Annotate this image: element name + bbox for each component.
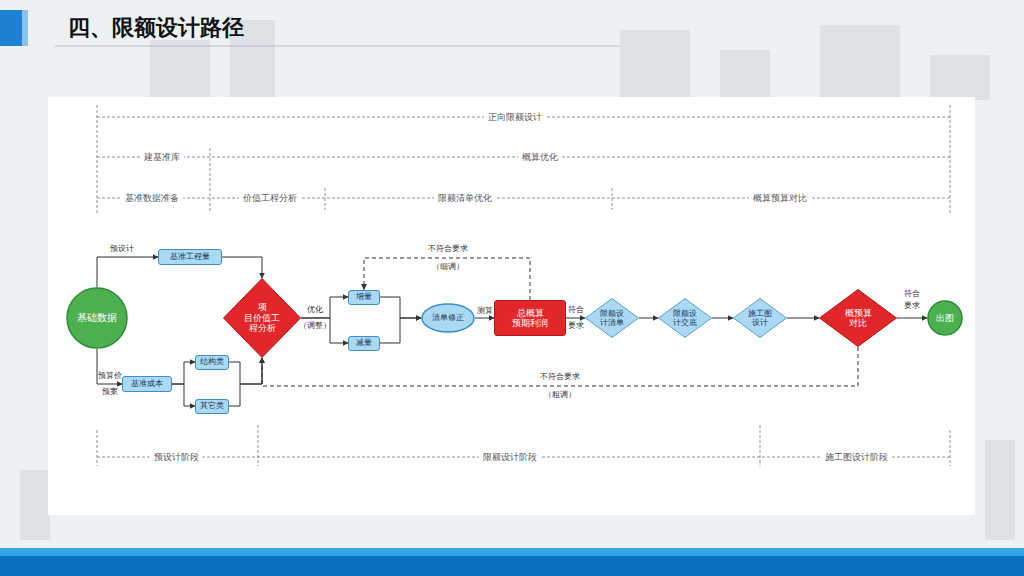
title-marker bbox=[22, 10, 28, 46]
process-box: 基准工程量 bbox=[158, 249, 222, 265]
node-text: 结构类 bbox=[200, 357, 224, 366]
circle-shape bbox=[928, 301, 962, 335]
node-text-holder: 总概算 预期利润 bbox=[495, 301, 565, 335]
circle-shape bbox=[67, 288, 127, 348]
diagram-panel bbox=[48, 97, 975, 515]
node-text: 清单修正 bbox=[432, 313, 464, 322]
node-text-holder: 项 目价值工 程分析 bbox=[223, 278, 301, 358]
flow-arrow bbox=[566, 318, 585, 319]
phase-label: 价值工程分析 bbox=[239, 192, 301, 205]
phase-label: 预设计阶段 bbox=[150, 451, 203, 464]
diamond-shape bbox=[659, 299, 712, 338]
title-marker bbox=[0, 10, 22, 46]
node-text: 减量 bbox=[356, 338, 372, 347]
edge-label: 预算价 预案 bbox=[97, 368, 123, 400]
node-text: 施工图 设计 bbox=[745, 309, 775, 327]
footer-band bbox=[0, 556, 1024, 576]
node-text-holder: 概预算 对比 bbox=[819, 289, 897, 347]
phase-label: 正向限额设计 bbox=[484, 111, 546, 124]
decision-diamond: 限额设 计清单 bbox=[585, 298, 639, 338]
start-circle: 基础数据 bbox=[66, 287, 128, 349]
decision-diamond: 概预算 对比 bbox=[819, 289, 897, 347]
flow-arrow bbox=[712, 318, 733, 319]
edge-label: 符合 要求 bbox=[566, 302, 586, 334]
slide-title: 四、限额设计路径 bbox=[68, 13, 244, 43]
diamond-shape bbox=[224, 279, 301, 358]
phase-label: 施工图设计阶段 bbox=[821, 451, 892, 464]
node-text-holder: 限额设 计交底 bbox=[658, 298, 712, 338]
diamond-shape bbox=[734, 299, 787, 338]
edge-label: 不符合要求 （细调） bbox=[425, 240, 471, 276]
node-text: 总概算 预期利润 bbox=[510, 308, 550, 329]
process-box: 减量 bbox=[348, 336, 380, 351]
end-circle: 出图 bbox=[927, 300, 963, 336]
node-text-holder: 其它类 bbox=[196, 400, 228, 413]
flow-arrow bbox=[229, 358, 262, 406]
node-text: 限额设 计清单 bbox=[597, 309, 627, 327]
diamond-shape bbox=[586, 299, 639, 338]
node-text-holder: 施工图 设计 bbox=[733, 298, 787, 338]
ellipse-shape bbox=[422, 304, 474, 332]
node-text: 增量 bbox=[356, 292, 372, 301]
node-text: 限额设 计交底 bbox=[670, 309, 700, 327]
node-text: 其它类 bbox=[200, 401, 224, 410]
flow-arrow bbox=[222, 257, 262, 278]
edge-label: 不符合要求 （粗调） bbox=[537, 368, 583, 404]
node-text-holder: 限额设 计清单 bbox=[585, 298, 639, 338]
edge-label: 优化 （调整） bbox=[297, 302, 333, 334]
node-text: 概预算 对比 bbox=[842, 308, 874, 329]
phase-label: 概算优化 bbox=[518, 151, 562, 164]
node-text: 基准工程量 bbox=[170, 252, 210, 261]
phase-label: 建基准库 bbox=[140, 151, 184, 164]
phase-label: 概算预算对比 bbox=[749, 192, 811, 205]
decision-diamond: 施工图 设计 bbox=[733, 298, 787, 338]
node-text-holder: 出图 bbox=[927, 300, 963, 336]
node-text-holder: 清单修正 bbox=[421, 303, 475, 333]
process-ellipse: 清单修正 bbox=[421, 303, 475, 333]
process-box: 基准成本 bbox=[122, 376, 172, 392]
node-text-holder: 基准成本 bbox=[123, 377, 171, 391]
phase-label: 限额设计阶段 bbox=[479, 451, 541, 464]
decision-diamond: 项 目价值工 程分析 bbox=[223, 278, 301, 358]
background-skyline bbox=[20, 20, 1015, 540]
node-text-holder: 基础数据 bbox=[66, 287, 128, 349]
edge-label: 符合 要求 bbox=[902, 288, 922, 312]
footer-band bbox=[0, 548, 1024, 556]
node-text: 基础数据 bbox=[77, 312, 117, 324]
flow-arrow bbox=[380, 318, 421, 343]
flow-arrow bbox=[172, 384, 195, 406]
process-box: 其它类 bbox=[195, 399, 229, 414]
node-text-holder: 基准工程量 bbox=[159, 250, 221, 264]
flow-arrow bbox=[229, 358, 262, 384]
phase-brackets bbox=[97, 105, 950, 466]
flow-arrow bbox=[639, 318, 658, 319]
node-text: 基准成本 bbox=[131, 379, 163, 388]
node-text-holder: 减量 bbox=[349, 337, 379, 350]
phase-label: 限额清单优化 bbox=[434, 192, 496, 205]
title-underline bbox=[55, 46, 620, 47]
edge-label: 测算 bbox=[473, 305, 497, 317]
highlight-box: 总概算 预期利润 bbox=[494, 300, 566, 336]
flow-arrow bbox=[97, 257, 158, 287]
flow-arrow bbox=[172, 362, 195, 384]
flow-arrow bbox=[897, 318, 927, 319]
flow-arrow bbox=[380, 297, 421, 318]
phase-label: 基准数据准备 bbox=[121, 192, 183, 205]
edge-label: 预设计 bbox=[102, 243, 142, 255]
node-text: 出图 bbox=[936, 313, 954, 323]
process-box: 增量 bbox=[348, 290, 380, 305]
decision-diamond: 限额设 计交底 bbox=[658, 298, 712, 338]
node-text: 项 目价值工 程分析 bbox=[242, 302, 282, 333]
node-text-holder: 增量 bbox=[349, 291, 379, 304]
node-text-holder: 结构类 bbox=[196, 356, 228, 369]
flow-arrow bbox=[787, 318, 819, 319]
diamond-shape bbox=[820, 290, 897, 347]
process-box: 结构类 bbox=[195, 355, 229, 370]
flow-arrow bbox=[475, 318, 494, 319]
